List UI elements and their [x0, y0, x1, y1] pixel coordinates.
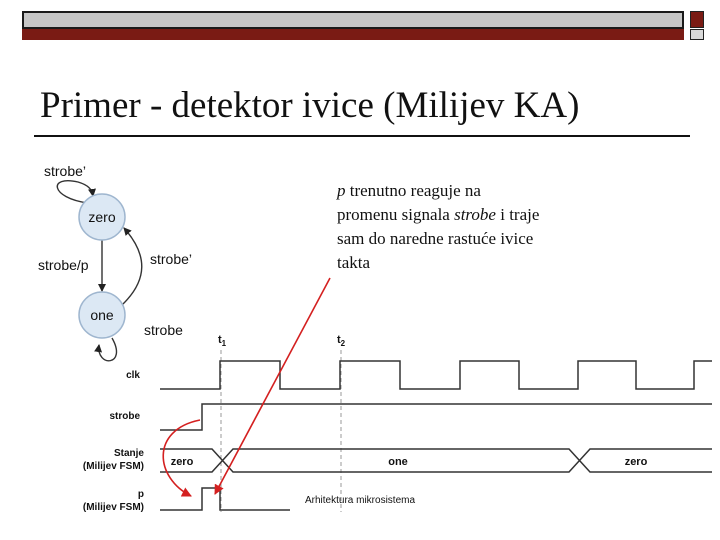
zero-self-label: strobe’: [44, 163, 86, 179]
title-underline: [34, 135, 690, 137]
state-one-circle: [78, 291, 126, 339]
corner-square-gray: [690, 29, 704, 40]
state-zero-circle: [78, 193, 126, 241]
note-pointer-red-arrow: [214, 277, 331, 495]
one-self-label: strobe: [144, 322, 183, 338]
state-label-2: (Milijev FSM): [83, 461, 144, 472]
zero-to-one-label: strobe/p: [38, 257, 89, 273]
p-label-1: p: [138, 489, 144, 500]
state-zero-label: zero: [88, 209, 115, 225]
slide-title: Primer - detektor ivice (Milijev KA): [40, 85, 580, 126]
strobe-waveform: [160, 403, 712, 431]
one-to-zero-label: strobe’: [150, 251, 192, 267]
strobe-to-p-red-arrow: [162, 419, 201, 497]
top-accent-stripe: [22, 29, 684, 40]
fsm-diagram: zero one strobe’ strobe/p strobe’ strobe: [38, 163, 192, 362]
clk-label: clk: [126, 370, 140, 381]
note-p-italic: p: [337, 181, 346, 200]
zero-self-loop: [56, 180, 96, 204]
note-line4: takta: [337, 253, 371, 272]
note-line2: promenu signala: [337, 205, 455, 224]
state-label-1: Stanje: [114, 448, 144, 459]
p-waveform: [160, 487, 290, 511]
p-label-2: (Milijev FSM): [83, 502, 144, 513]
state-one: one: [388, 456, 408, 468]
one-to-zero-arrow: [121, 227, 143, 306]
one-self-loop: [94, 337, 118, 362]
note-line1: trenutno reaguje na: [345, 181, 481, 200]
note-line2-tail: i traje: [495, 205, 540, 224]
state-bus: [160, 448, 712, 473]
footer-text: Arhitektura mikrosistema: [305, 495, 416, 506]
explanation-note: p trenutno reaguje na promenu signala st…: [337, 179, 587, 275]
top-decor-bar: [22, 11, 684, 29]
state-zero-1: zero: [171, 456, 194, 468]
note-strobe-italic: strobe: [454, 205, 496, 224]
strobe-label: strobe: [109, 411, 140, 422]
state-one-label: one: [90, 307, 114, 323]
t1-marker: t1: [218, 334, 227, 348]
state-zero-2: zero: [625, 456, 648, 468]
t2-marker: t2: [337, 334, 346, 348]
note-line3: sam do naredne rastuće ivice: [337, 229, 534, 248]
corner-square-red: [690, 11, 704, 28]
clk-waveform: [160, 360, 712, 390]
